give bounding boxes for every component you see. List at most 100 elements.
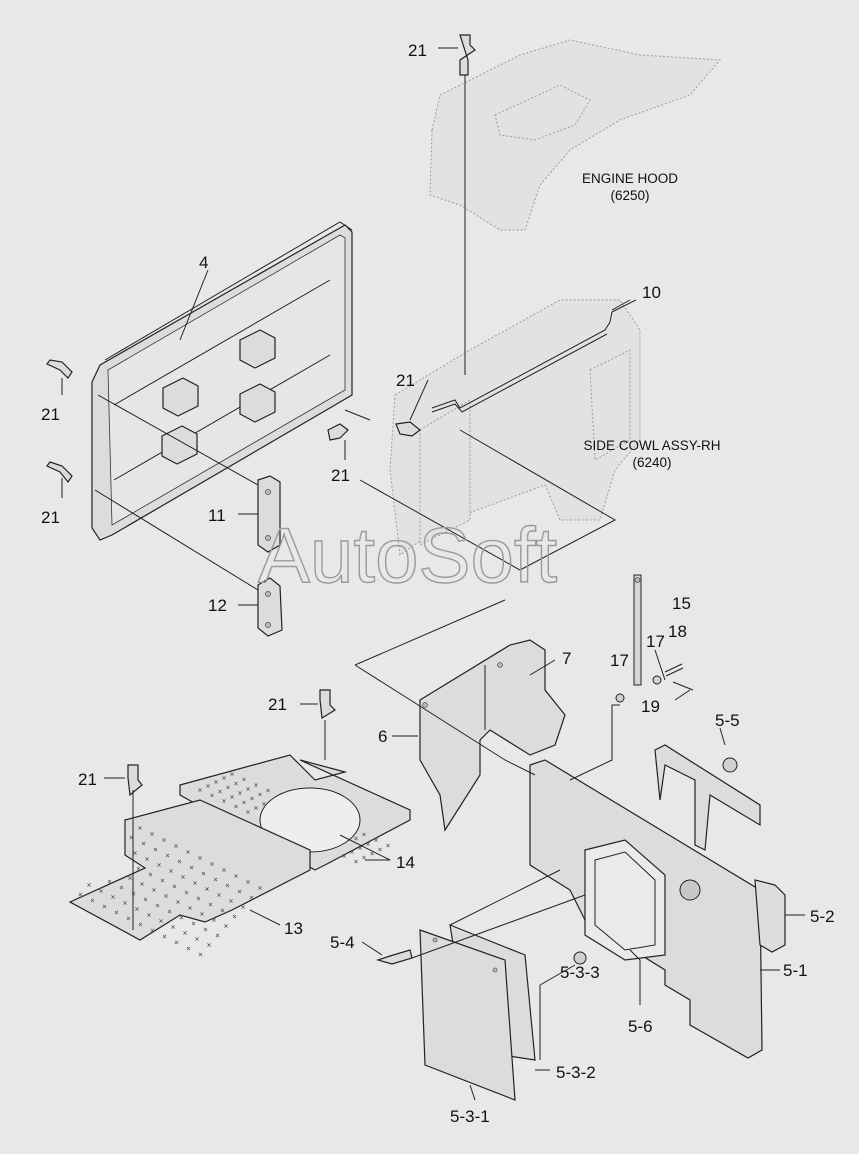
label-21: 21 (78, 770, 97, 789)
label-19: 19 (641, 697, 660, 716)
perforation-mark (250, 796, 254, 801)
label-10: 10 (642, 283, 661, 302)
perforation-mark (162, 838, 166, 842)
label-12: 12 (208, 596, 227, 615)
perforation-mark (234, 781, 238, 786)
part-5-1-panel (529, 759, 763, 1059)
part-15-rod (633, 574, 642, 686)
perforation-mark (254, 783, 258, 787)
label-4: 4 (199, 253, 208, 272)
perforation-mark (224, 924, 228, 928)
label-21: 21 (41, 508, 60, 527)
perforation-mark (342, 854, 346, 858)
perforation-mark (212, 918, 216, 922)
label-21: 21 (408, 41, 427, 60)
perforation-mark (210, 793, 214, 798)
perforation-mark (126, 916, 131, 921)
perforation-mark (140, 882, 144, 886)
perforation-mark (169, 869, 173, 873)
perforation-mark (362, 855, 366, 860)
perforation-mark (133, 851, 137, 855)
perforation-mark (99, 889, 103, 893)
perforation-mark (136, 866, 141, 871)
perforation-mark (138, 922, 143, 927)
bolt-5-4 (375, 949, 413, 965)
engine-hood-code: (6250) (610, 188, 649, 203)
label-15: 15 (672, 594, 691, 613)
perforation-mark (184, 890, 189, 895)
part-5-5-frame (654, 744, 761, 851)
perforation-mark (208, 902, 213, 907)
perforation-mark (114, 910, 119, 915)
perforation-mark (226, 785, 230, 790)
perforation-mark (230, 772, 234, 776)
perforation-mark (188, 906, 192, 910)
perforation-mark (147, 913, 151, 917)
plate-14-holes (198, 772, 390, 864)
label-5-3-2: 5-3-2 (556, 1063, 596, 1082)
perforation-mark (193, 881, 197, 885)
perforation-mark (229, 899, 233, 903)
label-17: 17 (646, 632, 665, 651)
perforation-mark (354, 859, 358, 864)
perforation-mark (218, 789, 222, 794)
label-5-2: 5-2 (810, 907, 835, 926)
perforation-mark (254, 806, 258, 810)
washers-17-18 (615, 663, 694, 703)
perforation-mark (181, 875, 185, 879)
perforation-mark (195, 937, 199, 941)
engine-hood-name: ENGINE HOOD (582, 171, 678, 186)
perforation-mark (358, 846, 362, 850)
perforation-mark (241, 905, 245, 909)
perforation-mark (242, 777, 246, 782)
engine-hood-ghost (429, 39, 722, 231)
perforation-mark (165, 853, 170, 858)
label-5-5: 5-5 (715, 711, 740, 730)
perforation-mark (135, 907, 139, 911)
perforation-mark (172, 884, 177, 889)
perforation-mark (155, 903, 160, 908)
perforation-mark (234, 804, 238, 809)
side-cowl-code: (6240) (632, 455, 671, 470)
part-5-3-covers (419, 924, 536, 1101)
perforation-mark (152, 888, 156, 892)
perforation-mark (237, 889, 242, 894)
label-21: 21 (41, 405, 60, 424)
perforation-mark (234, 874, 238, 878)
perforation-mark (238, 791, 242, 795)
label-14: 14 (396, 853, 415, 872)
perforation-mark (145, 857, 149, 861)
perforation-mark (366, 842, 370, 846)
label-21: 21 (331, 466, 350, 485)
label-18: 18 (668, 622, 687, 641)
perforation-mark (198, 952, 203, 957)
plate-13-holes (78, 826, 262, 957)
perforation-mark (119, 885, 124, 890)
perforation-mark (201, 871, 206, 876)
perforation-mark (205, 887, 209, 891)
perforation-mark (174, 844, 178, 848)
perforation-mark (370, 851, 374, 856)
perforation-mark (160, 878, 165, 883)
part-5-2-plate (754, 879, 786, 953)
perforation-mark (222, 868, 226, 872)
perforation-mark (157, 863, 161, 867)
label-21: 21 (396, 371, 415, 390)
perforation-mark (198, 856, 202, 860)
perforation-mark (386, 843, 390, 848)
perforation-mark (141, 841, 146, 846)
label-5-6: 5-6 (628, 1017, 653, 1036)
side-cowl-name: SIDE COWL ASSY-RH (583, 438, 720, 453)
part-13-plate (68, 772, 390, 957)
bracket-12 (257, 577, 283, 637)
watermark-text: AutoSoft (258, 511, 558, 599)
frame-blocks (161, 329, 276, 465)
perforation-mark (354, 836, 358, 841)
perforation-mark (230, 795, 234, 799)
perforation-mark (217, 893, 221, 897)
perforation-mark (164, 894, 168, 898)
perforation-mark (242, 800, 246, 805)
label-13: 13 (284, 919, 303, 938)
